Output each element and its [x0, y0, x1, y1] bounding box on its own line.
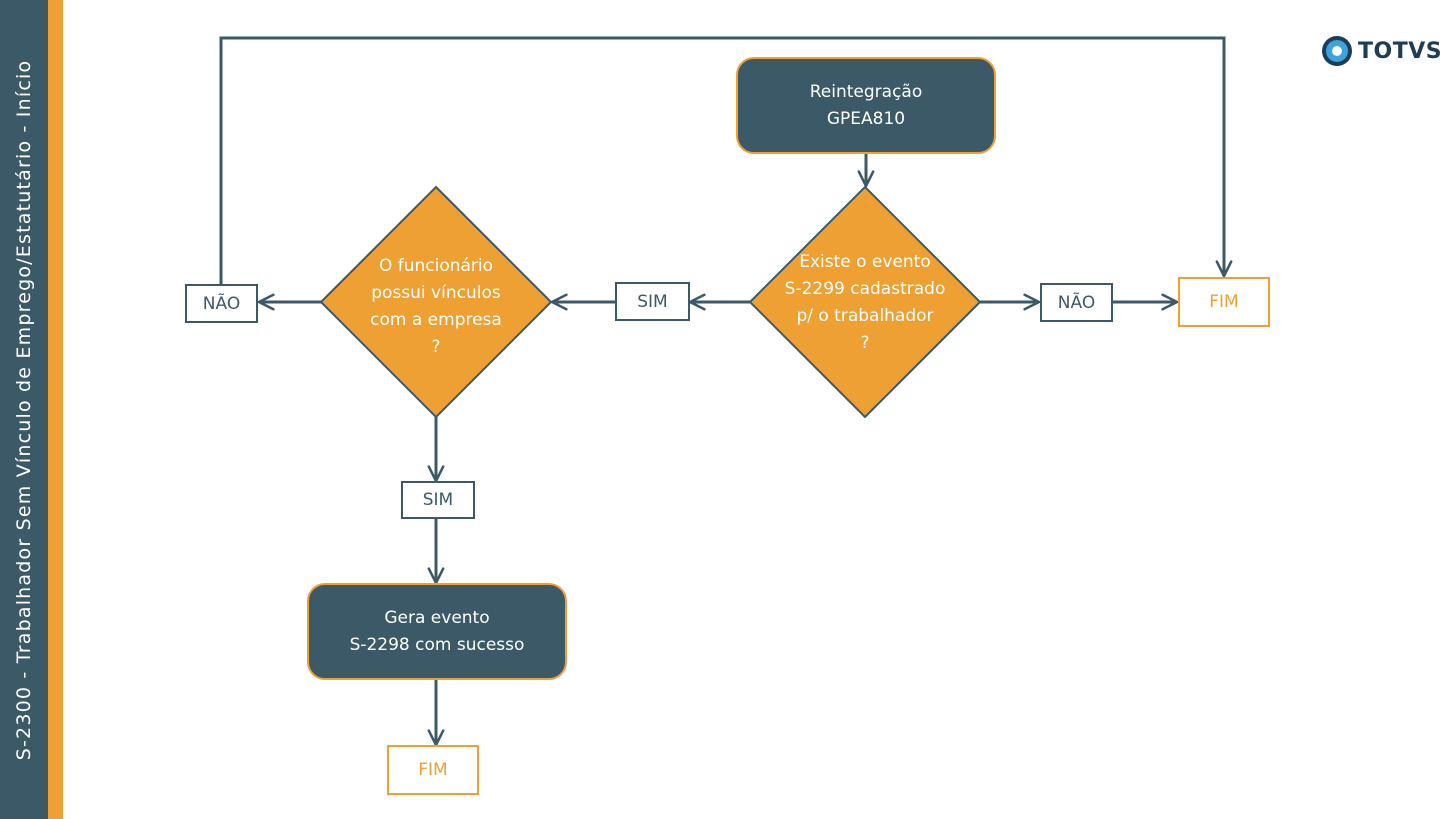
start-reintegracao-label: Reintegração GPEA810 — [809, 81, 923, 129]
totvs-logo-icon — [1322, 36, 1352, 66]
end-fim-right: FIM — [1178, 277, 1270, 327]
decision2-yes-label: SIM — [401, 481, 475, 519]
sidebar-accent-stripe — [48, 0, 63, 819]
decision-s2299-shape — [748, 185, 982, 419]
decision-s2299-label: Existe o evento S-2299 cadastrado p/ o t… — [784, 252, 946, 353]
connector-nao-left-to-fim-right — [219, 36, 1233, 284]
decision-vinculos-label: O funcionário possui vínculos com a empr… — [370, 256, 502, 357]
decision1-yes-label: SIM — [615, 282, 690, 321]
decision1-no-label: NÃO — [1040, 283, 1113, 322]
decision1-yes-text: SIM — [637, 291, 668, 312]
end-fim-right-text: FIM — [1209, 292, 1239, 312]
decision2-no-text: NÃO — [202, 293, 241, 314]
end-fim-bottom: FIM — [387, 745, 479, 795]
process-gera-evento-label: Gera evento S-2298 com sucesso — [349, 607, 525, 655]
process-gera-evento-box: Gera evento S-2298 com sucesso — [307, 583, 567, 680]
start-reintegracao-box: Reintegração GPEA810 — [736, 57, 996, 154]
decision2-yes-text: SIM — [422, 490, 454, 510]
logo-text: TOTVS — [1358, 38, 1443, 64]
end-fim-bottom-text: FIM — [418, 760, 448, 780]
totvs-logo: TOTVS — [1322, 34, 1442, 68]
decision1-no-text: NÃO — [1057, 292, 1096, 313]
sidebar: S-2300 - Trabalhador Sem Vínculo de Empr… — [0, 0, 48, 819]
decision2-no-label: NÃO — [185, 284, 258, 323]
